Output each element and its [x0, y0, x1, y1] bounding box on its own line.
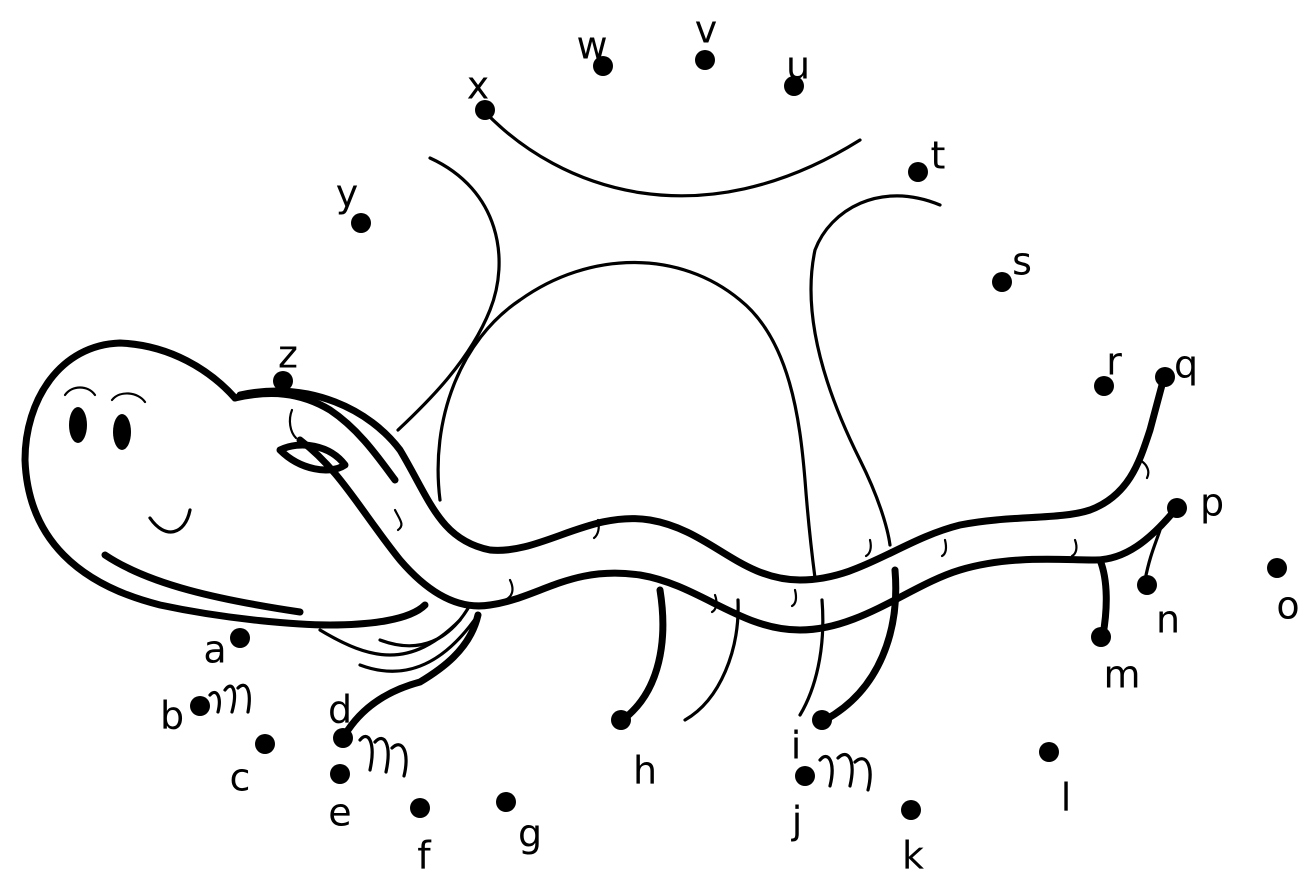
- dot-label-r: r: [1106, 340, 1122, 384]
- dot-label-o: o: [1276, 584, 1299, 628]
- shell-outline: [318, 110, 942, 673]
- dot-label-n: n: [1156, 598, 1180, 642]
- dot-v: [695, 50, 715, 70]
- dot-r: [1094, 376, 1114, 396]
- dot-g: [496, 792, 516, 812]
- dot-label-d: d: [328, 688, 352, 732]
- dot-label-v: v: [695, 8, 718, 52]
- dot-q: [1155, 367, 1175, 387]
- dot-label-b: b: [160, 694, 184, 738]
- dot-c: [255, 734, 275, 754]
- dot-o: [1267, 558, 1287, 578]
- dot-label-e: e: [328, 791, 351, 835]
- dot-label-f: f: [417, 834, 432, 876]
- dot-m: [1091, 627, 1111, 647]
- dot-t: [908, 162, 928, 182]
- dot-n: [1137, 575, 1157, 595]
- dot-label-s: s: [1012, 240, 1032, 284]
- dot-i: [812, 710, 832, 730]
- dot-y: [351, 213, 371, 233]
- dot-f: [410, 798, 430, 818]
- dot-w: [593, 56, 613, 76]
- dot-label-h: h: [633, 749, 657, 793]
- dot-s: [992, 272, 1012, 292]
- dot-label-z: z: [278, 333, 298, 377]
- dot-label-x: x: [467, 64, 490, 108]
- dot-k: [901, 800, 921, 820]
- dot-label-w: w: [576, 24, 607, 68]
- right-eye: [113, 414, 131, 450]
- dot-label-c: c: [230, 756, 251, 800]
- snake-body: [236, 381, 1179, 644]
- dot-x: [475, 100, 495, 120]
- dot-label-y: y: [336, 172, 359, 216]
- turtle-legs: [208, 566, 900, 792]
- dot-l: [1039, 742, 1059, 762]
- dot-points: ab c d e f g h ij k l mn o p q r s t u v w x y z: [160, 8, 1300, 876]
- dot-a: [230, 628, 250, 648]
- dot-label-q: q: [1174, 343, 1198, 387]
- dot-u: [784, 76, 804, 96]
- dot-b: [190, 696, 210, 716]
- dot-label-j: j: [791, 799, 803, 843]
- dot-z: [273, 371, 293, 391]
- dot-label-t: t: [931, 134, 946, 178]
- left-eye: [69, 407, 87, 443]
- dot-label-a: a: [203, 628, 226, 672]
- dot-label-i: i: [791, 724, 802, 768]
- dot-label-g: g: [518, 812, 542, 856]
- turtle-head: [21, 339, 429, 629]
- dot-j: [795, 766, 815, 786]
- dot-label-m: m: [1103, 653, 1140, 697]
- dot-e: [330, 764, 350, 784]
- dot-h: [611, 710, 631, 730]
- dot-label-k: k: [902, 834, 924, 876]
- dot-label-u: u: [786, 44, 810, 88]
- dot-label-l: l: [1061, 776, 1072, 820]
- dot-d: [333, 728, 353, 748]
- dot-label-p: p: [1200, 481, 1224, 525]
- dot-p: [1167, 498, 1187, 518]
